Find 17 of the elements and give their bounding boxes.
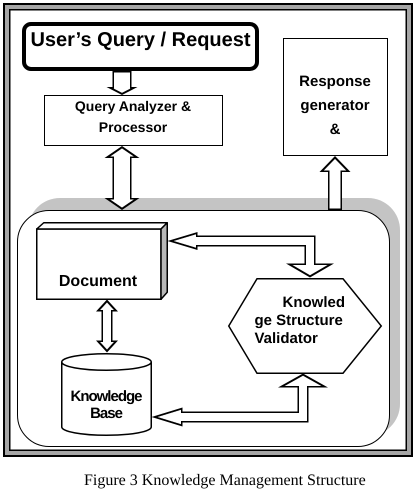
node-label: Knowled ge Structure Validator xyxy=(254,294,346,348)
block-arrow xyxy=(168,232,334,278)
block-arrow xyxy=(96,300,118,352)
node-label: Knowledge Base xyxy=(69,388,143,422)
rounded-container xyxy=(17,210,390,447)
process-box xyxy=(44,95,223,146)
process-box xyxy=(283,38,388,156)
block-arrow xyxy=(320,156,350,210)
rounded-box xyxy=(22,22,259,71)
block-arrow xyxy=(106,71,138,95)
block-arrow xyxy=(104,146,140,210)
node-label: Response generator & xyxy=(298,72,372,140)
block-arrow xyxy=(152,374,328,426)
node-label: Query Analyzer & Processor xyxy=(74,97,192,137)
figure-caption: Figure 3 Knowledge Management Structure xyxy=(84,471,366,491)
node-label: User’s Query / Request xyxy=(29,28,252,52)
node-label: Document xyxy=(58,272,138,290)
